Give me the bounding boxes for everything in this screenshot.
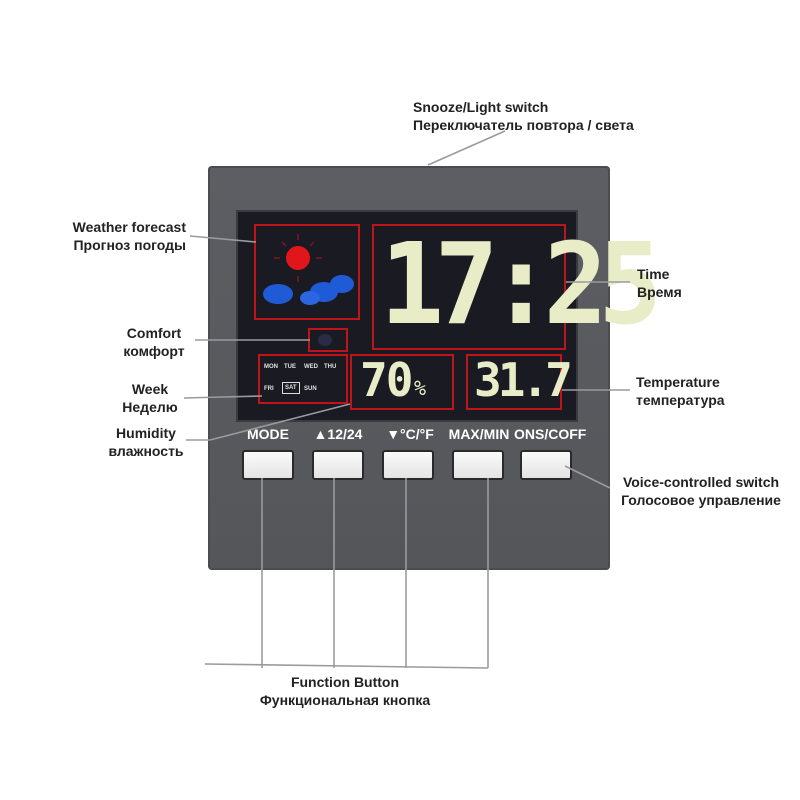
weather-forecast-icon [263, 234, 354, 305]
temp-unit-button[interactable] [382, 450, 434, 480]
week-box [258, 354, 348, 404]
time-box [372, 224, 566, 350]
weather-forecast-box [254, 224, 360, 320]
max-min-button[interactable] [452, 450, 504, 480]
day-thu: THU [324, 364, 337, 370]
voice-switch-label: ONS/COFF [514, 426, 587, 442]
voice-switch-button[interactable] [520, 450, 572, 480]
lcd-screen [236, 210, 578, 422]
day-sat: SAT [282, 382, 300, 394]
hour-format-button[interactable] [312, 450, 364, 480]
day-mon: MON [264, 364, 278, 370]
max-min-label: MAX/MIN [448, 426, 510, 442]
day-tue: TUE [284, 364, 296, 370]
temperature-box [466, 354, 562, 410]
mode-label: MODE [247, 426, 289, 442]
day-fri: FRI [264, 386, 274, 392]
temp-unit-label: ▼°C/°F [386, 426, 434, 442]
time-display: 17:25 [380, 220, 662, 350]
day-sun: SUN [304, 386, 317, 392]
mode-button[interactable] [242, 450, 294, 480]
humidity-unit: % [414, 376, 427, 400]
temperature-value: 31.7 [474, 353, 573, 407]
humidity-box [350, 354, 454, 410]
comfort-icon [318, 334, 332, 346]
hour-format-label: ▲12/24 [313, 426, 363, 442]
day-wed: WED [304, 364, 318, 370]
humidity-value: 70 [360, 353, 413, 407]
